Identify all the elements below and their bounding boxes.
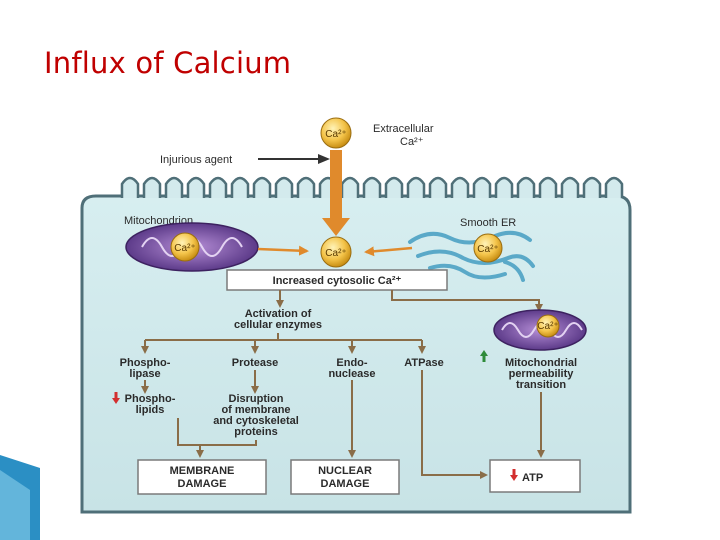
microvillus [362,176,382,198]
svg-text:ATP: ATP [522,472,543,484]
microvillus [296,176,316,198]
microvillus [604,176,624,198]
svg-text:DAMAGE: DAMAGE [321,478,370,490]
extracellular-ca-label: Ca²⁺ [400,136,424,148]
microvillus [230,176,250,198]
svg-text:NUCLEAR: NUCLEAR [318,465,372,477]
mitochondrion-right-ca-ion: Ca²⁺ [536,314,560,338]
microvillus [340,176,360,198]
atp-down-arrow-icon [510,469,518,481]
up-arrow-icon [480,350,488,362]
mpt-label-2: permeability [509,368,575,380]
activation-label: Activation of [245,308,312,320]
microvillus [274,176,294,198]
cytosolic-ca-ion: Ca²⁺ [320,236,352,268]
microvillus [428,176,448,198]
microvillus [516,176,536,198]
microvillus [384,176,404,198]
endonuclease-label: Endo- [336,357,367,369]
injurious-agent-label: Injurious agent [160,154,232,166]
microvillus [582,176,602,198]
phospholipase-label: Phospho- [120,357,171,369]
svg-text:DAMAGE: DAMAGE [178,478,227,490]
phospholipids-label: Phospho- [125,393,176,405]
smooth-er-ca-ion: Ca²⁺ [473,233,503,263]
microvillus [164,176,184,198]
atp-box: ATP [489,459,581,493]
atpase-label: ATPase [404,357,444,369]
increased-cytosolic-ca-box: Increased cytosolic Ca²⁺ [226,269,448,291]
microvillus [450,176,470,198]
smooth-er-organelle [408,230,535,282]
phospholipids-label-2: lipids [136,404,165,416]
svg-text:Increased cytosolic Ca²⁺: Increased cytosolic Ca²⁺ [273,275,402,287]
mpt-label: Mitochondrial [505,357,577,369]
nuclear-damage-box: NUCLEAR DAMAGE [290,459,400,495]
microvillus [208,176,228,198]
calcium-influx-arrow [322,150,350,236]
microvillus [560,176,580,198]
mitochondrion-ca-ion: Ca²⁺ [170,232,200,262]
phospholipase-label-2: lipase [129,368,160,380]
microvillus [120,176,140,198]
svg-text:Ca²⁺: Ca²⁺ [477,244,498,255]
svg-text:Ca²⁺: Ca²⁺ [325,248,346,259]
disruption-label: Disruption [229,393,284,405]
microvillus [142,176,162,198]
protease-label: Protease [232,357,278,369]
mpt-label-3: transition [516,379,566,391]
cellular-enzymes-label: cellular enzymes [234,319,322,331]
disruption-label-4: proteins [234,426,277,438]
microvillus [186,176,206,198]
extracellular-ca-ion: Ca²⁺ [320,117,352,149]
svg-text:MEMBRANE: MEMBRANE [170,465,235,477]
extracellular-label: Extracellular [373,123,434,135]
membrane-damage-box: MEMBRANE DAMAGE [137,459,267,495]
slide-title: Influx of Calcium [44,46,292,80]
microvillus [494,176,514,198]
down-arrow-icon [112,392,120,404]
svg-text:Ca²⁺: Ca²⁺ [174,243,195,254]
svg-text:Ca²⁺: Ca²⁺ [537,321,558,332]
microvillus [538,176,558,198]
disruption-label-2: of membrane [221,404,290,416]
er-release-arrow [364,246,413,257]
microvillus [472,176,492,198]
svg-text:Ca²⁺: Ca²⁺ [325,129,346,140]
slide-corner-ribbon [0,455,40,540]
disruption-label-3: and cytoskeletal [213,415,299,427]
endonuclease-label-2: nuclease [328,368,375,380]
mito-release-arrow [257,245,309,256]
smooth-er-label: Smooth ER [460,217,516,229]
cell-microvilli [120,176,624,198]
microvillus [252,176,272,198]
microvillus [406,176,426,198]
